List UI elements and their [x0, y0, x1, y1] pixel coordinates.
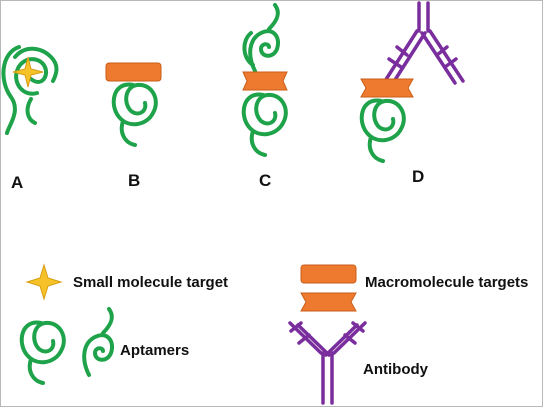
panel-d-macromolecule [360, 78, 414, 98]
legend-macromolecule-rect-icon [300, 264, 357, 284]
panel-label-d: D [412, 167, 425, 186]
panel-label-c: C [259, 171, 272, 190]
legend-small-molecule-icon [25, 263, 63, 301]
panel-c-top-aptamer [242, 3, 281, 73]
panel-d-antibody [383, 1, 465, 85]
panel-b-aptamer [111, 82, 158, 147]
panel-c-bottom-aptamer [241, 92, 288, 157]
legend-antibody-icon [288, 321, 367, 405]
panel-b-macromolecule [105, 62, 162, 82]
panel-a-aptamer [1, 45, 59, 135]
panel-a-small-molecule [12, 56, 44, 88]
legend-antibody-label: Antibody [363, 361, 428, 378]
legend-small-molecule-label: Small molecule target [73, 274, 229, 291]
legend-macromolecule-label: Macromolecule targets [365, 274, 529, 291]
panel-d-aptamer [359, 98, 406, 163]
panel-label-a: A [11, 173, 24, 192]
panel-c-macromolecule [242, 71, 288, 91]
legend-aptamer-icons [19, 307, 115, 385]
panel-label-b: B [128, 171, 141, 190]
legend-macromolecule-hourglass-icon [300, 292, 357, 312]
legend-aptamers-label: Aptamers [120, 342, 190, 359]
